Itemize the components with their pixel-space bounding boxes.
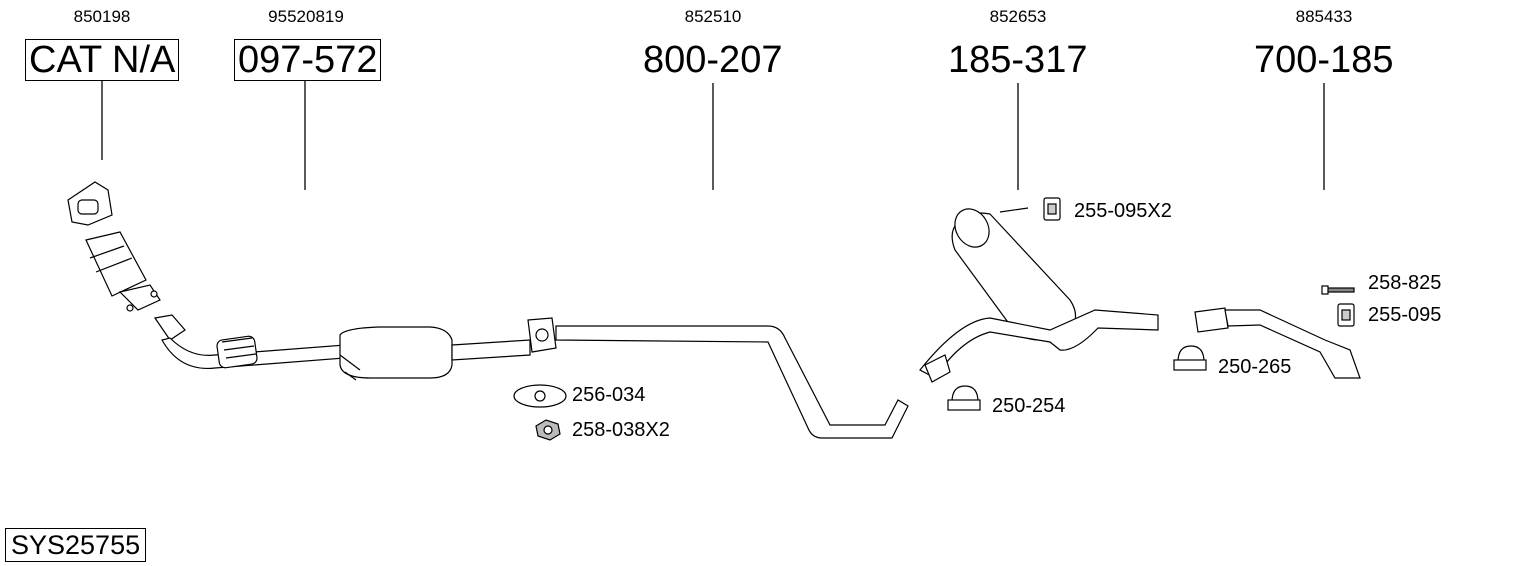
rubber-hanger-icon [1043, 197, 1061, 221]
gasket-icon [513, 384, 567, 408]
clamp-icon [1173, 345, 1207, 371]
part-number-label[interactable]: CAT N/A [25, 39, 180, 81]
accessory-label[interactable]: 255-095 [1368, 304, 1442, 326]
oem-number: 95520819 [268, 7, 344, 26]
oem-number: 852510 [684, 7, 742, 26]
rear-muffler-part[interactable] [919, 203, 1159, 383]
oem-number: 885433 [1295, 7, 1353, 26]
catalytic-converter-part[interactable] [67, 181, 161, 312]
accessory-label[interactable]: 258-825 [1368, 272, 1442, 294]
system-code: SYS25755 [5, 528, 147, 562]
rubber-hanger-icon [1337, 303, 1355, 327]
part-number-label[interactable]: 097-572 [234, 39, 382, 81]
accessory-label[interactable]: 250-254 [992, 395, 1066, 417]
nut-icon [535, 419, 561, 441]
part-number-label[interactable]: 185-317 [948, 39, 1088, 81]
accessory-label[interactable]: 256-034 [572, 384, 646, 406]
intermediate-pipe-part[interactable] [527, 317, 909, 439]
accessory-label[interactable]: 258-038X2 [572, 419, 670, 441]
oem-number: 850198 [73, 7, 131, 26]
accessory-label[interactable]: 255-095X2 [1074, 200, 1172, 222]
tail-pipe-part[interactable] [1194, 307, 1361, 379]
accessory-label[interactable]: 250-265 [1218, 356, 1292, 378]
front-pipe-part[interactable] [153, 314, 531, 381]
bolt-icon [1321, 285, 1355, 295]
part-number-label[interactable]: 800-207 [643, 39, 783, 81]
clamp-icon [947, 385, 981, 411]
oem-number: 852653 [989, 7, 1047, 26]
part-number-label[interactable]: 700-185 [1254, 39, 1394, 81]
